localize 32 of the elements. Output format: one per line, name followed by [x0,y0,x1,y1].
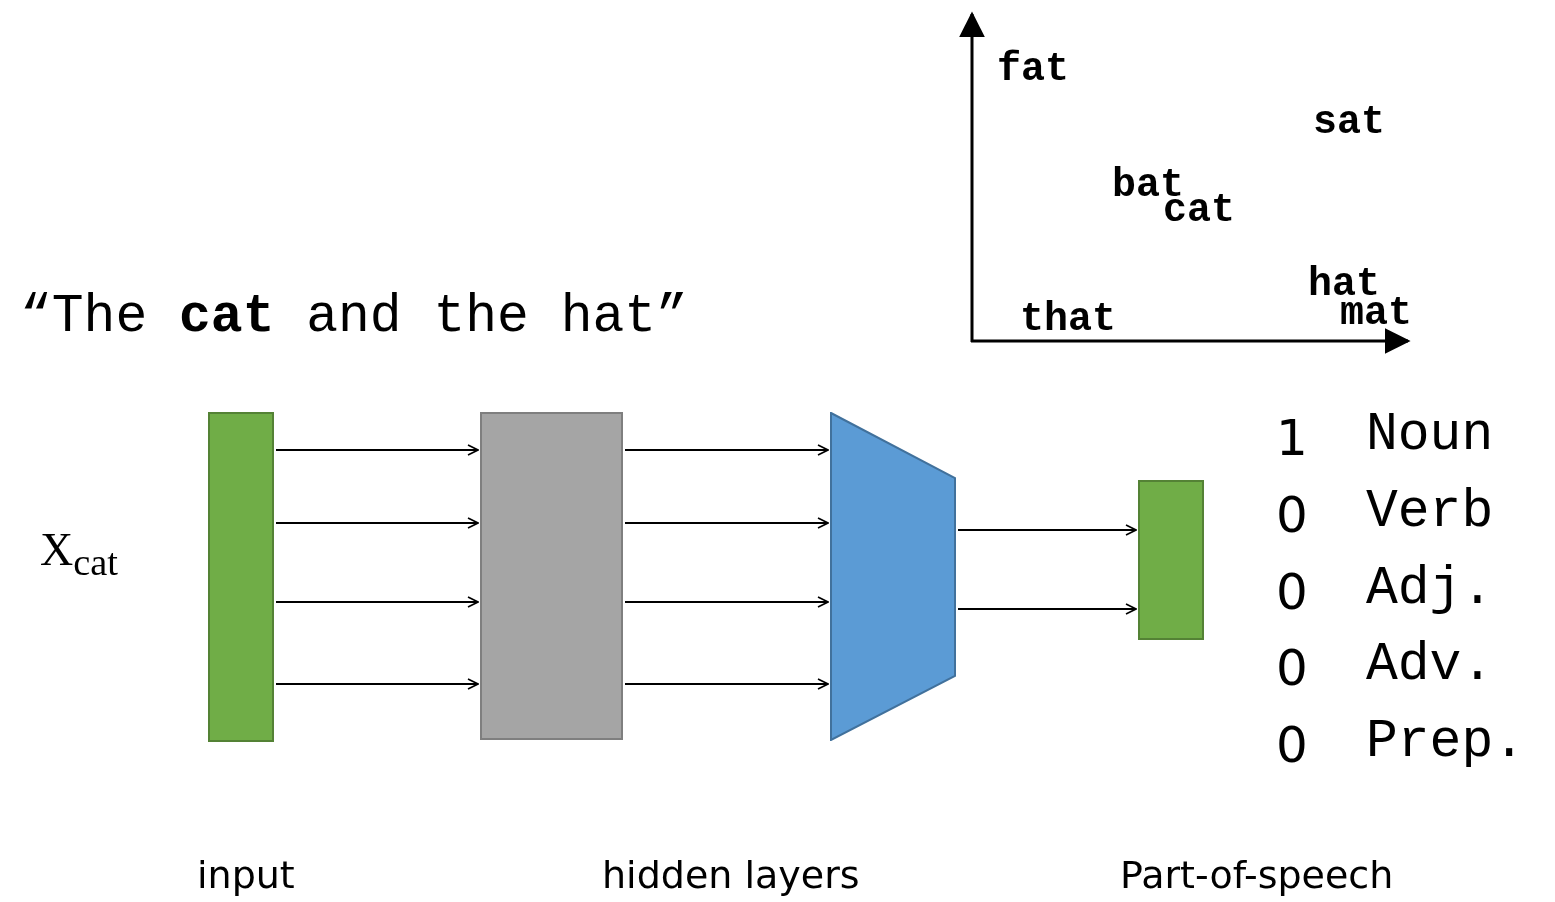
arrow [275,596,479,608]
vector-value: 0 [1276,489,1308,540]
arrow [957,524,1137,536]
plot-word: that [1020,300,1116,340]
caption-label: input [197,856,295,895]
tag-name: Adj. [1366,562,1494,616]
output-layer-trapezoid [830,412,956,741]
caption-label: hidden layers [602,856,860,895]
tag-name: Adv. [1366,638,1494,692]
vector-value: 1 [1276,412,1308,463]
plot-word: fat [997,50,1069,90]
input-vector-bar [208,412,274,742]
tag-name: Noun [1366,408,1494,462]
vector-value: 0 [1276,566,1308,617]
arrow [275,517,479,529]
plot-word: sat [1313,103,1385,143]
example-sentence: “The cat and the hat” [20,290,688,344]
arrow [275,678,479,690]
tag-name: Prep. [1366,715,1526,769]
arrow [624,596,829,608]
arrow [957,603,1137,615]
input-symbol: X$_{cat}$ [40,526,118,582]
arrow [624,444,829,456]
vector-value: 0 [1276,642,1308,693]
caption-label: Part-of-speech [1120,856,1394,895]
tag-name: Verb [1366,485,1494,539]
vector-value: 0 [1276,719,1308,770]
hidden-layer-block [480,412,623,740]
output-vector-bar [1138,480,1204,640]
arrow [624,517,829,529]
arrow [275,444,479,456]
arrow [624,678,829,690]
